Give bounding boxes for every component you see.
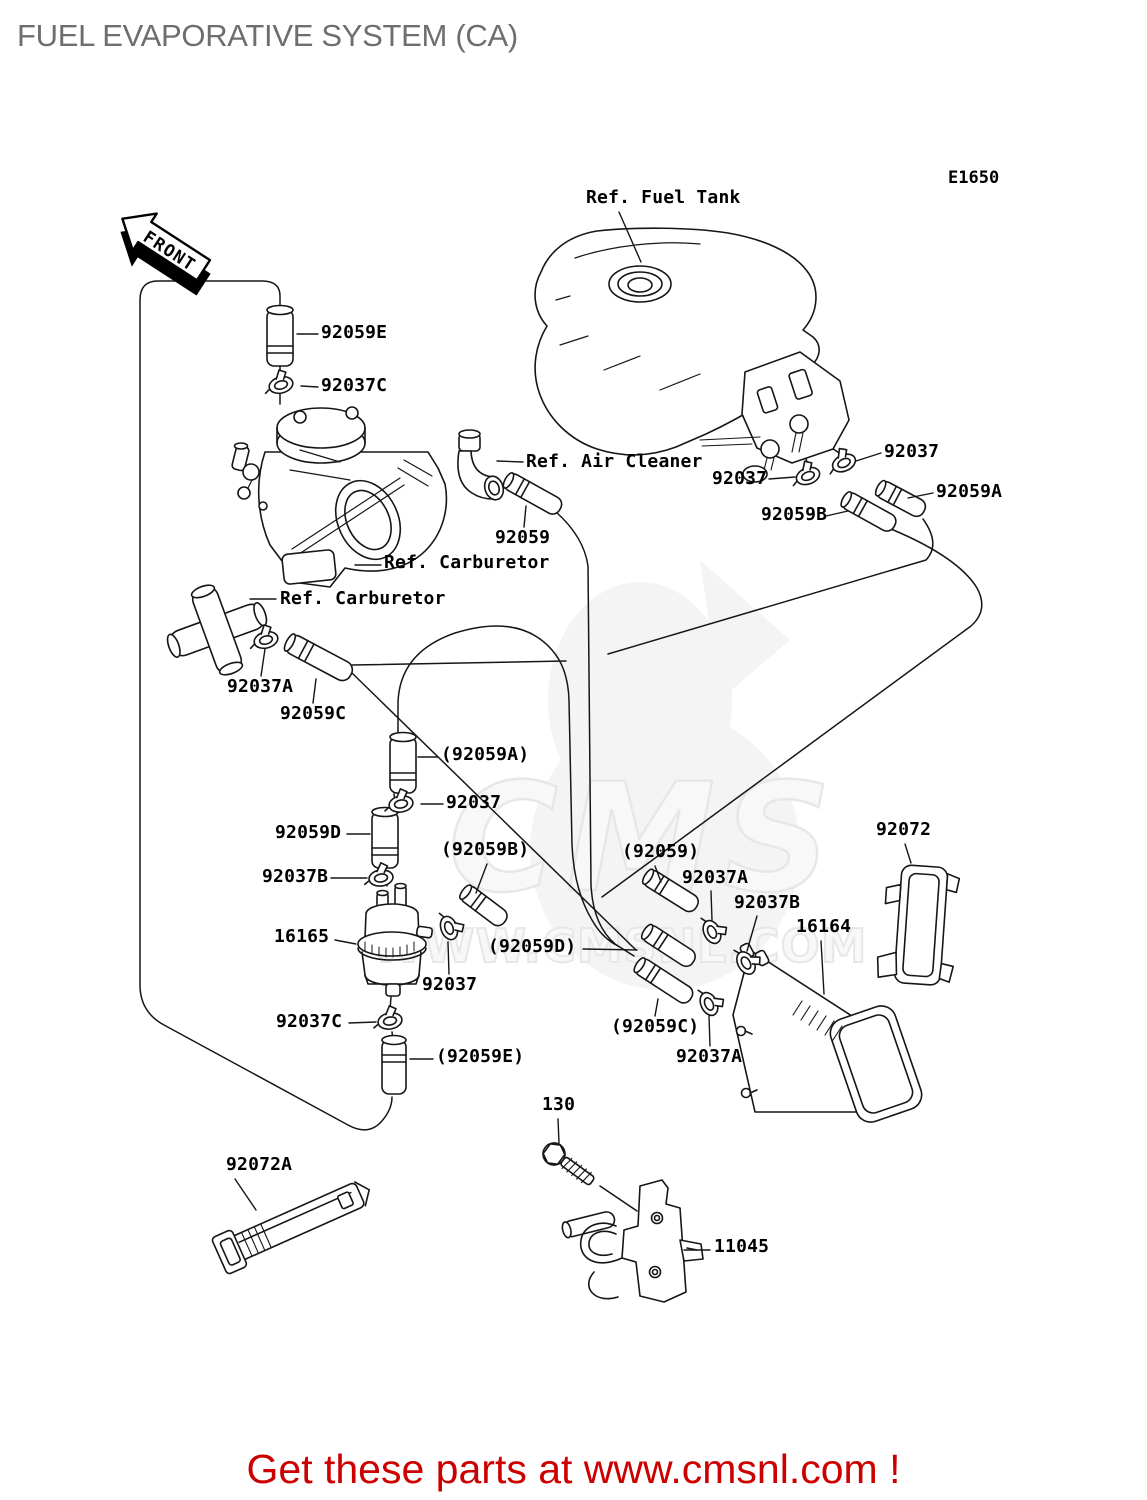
part-label-92037b-right: 92037B	[734, 892, 801, 913]
clamp-92037a-right2	[693, 981, 729, 1020]
part-label-ref-air-cleaner: Ref. Air Cleaner	[526, 451, 703, 472]
part-label-92037a-right1: 92037A	[682, 867, 749, 888]
separator-16165	[357, 882, 434, 997]
part-label-92059b-paren: (92059B)	[441, 839, 530, 860]
watermark-brand: CMS	[448, 752, 839, 926]
part-label-92037a-left: 92037A	[227, 676, 294, 697]
footer-text: Get these parts at www.cmsnl.com !	[246, 1446, 901, 1492]
hose-92059d-paren	[640, 923, 696, 968]
part-label-16165: 16165	[274, 926, 330, 947]
hose-92059a	[874, 479, 927, 518]
part-label-92059c: 92059C	[280, 703, 347, 724]
canister-16164	[732, 942, 923, 1123]
leader-lines	[234, 211, 934, 1251]
part-label-92072a: 92072A	[226, 1154, 293, 1175]
clamp-92037c-top	[259, 366, 296, 398]
part-label-ref-carburetor-2: Ref. Carburetor	[280, 588, 446, 609]
air-cleaner-elbow-fitting	[457, 429, 505, 501]
part-label-ref-carburetor-1: Ref. Carburetor	[384, 552, 550, 573]
part-label-11045: 11045	[714, 1236, 770, 1257]
strap-92072	[876, 864, 961, 986]
part-label-92059d: 92059D	[275, 822, 342, 843]
part-label-92059b: 92059B	[761, 504, 828, 525]
part-label-92037a-right2: 92037A	[676, 1046, 743, 1067]
front-direction-arrow: FRONT	[120, 212, 212, 296]
hose-92059	[502, 471, 563, 515]
part-label-92059d-paren: (92059D)	[488, 936, 577, 957]
part-label-92037-upper-right: 92037	[884, 441, 940, 462]
cross-fitting	[166, 584, 268, 676]
part-label-92037-mid: 92037	[446, 792, 502, 813]
hose-92059c-paren	[633, 957, 694, 1004]
part-label-92072: 92072	[876, 819, 932, 840]
part-drawings	[166, 227, 961, 1303]
part-label-92037-separator: 92037	[422, 974, 478, 995]
part-label-92037b-left: 92037B	[262, 866, 329, 887]
part-label-ref-fuel-tank: Ref. Fuel Tank	[586, 187, 741, 208]
part-label-92059-top: 92059	[495, 527, 551, 548]
part-label-92037c-bottom: 92037C	[276, 1011, 343, 1032]
part-label-92059e: 92059E	[321, 322, 388, 343]
bracket-11045	[561, 1179, 704, 1303]
page-title: FUEL EVAPORATIVE SYSTEM (CA)	[17, 18, 518, 53]
part-label-92059a: 92059A	[936, 481, 1003, 502]
tube-92059e-paren	[381, 1034, 407, 1095]
part-label-16164: 16164	[796, 916, 852, 937]
part-label-92059e-paren: (92059E)	[436, 1046, 525, 1067]
hose-92059c	[283, 633, 354, 682]
part-label-92037-upper-left: 92037	[712, 468, 768, 489]
fuel-tank-drawing	[534, 227, 850, 483]
hose-run-lines	[139, 280, 983, 1212]
clamp-92037c-bottom	[369, 1003, 405, 1033]
part-label-92059-paren: (92059)	[622, 841, 700, 862]
band-92072a	[211, 1181, 371, 1275]
part-label-92059a-paren: (92059A)	[441, 744, 530, 765]
diagram-code: E1650	[948, 168, 1000, 188]
tube-92059d	[371, 806, 399, 869]
carburetor-drawing	[231, 406, 448, 588]
tube-92059e	[266, 304, 294, 367]
tube-92059a-paren	[389, 731, 417, 794]
part-label-92059c-paren: (92059C)	[611, 1016, 700, 1037]
hose-92059-paren	[641, 868, 699, 913]
part-label-130: 130	[542, 1094, 576, 1115]
part-label-92037c-top: 92037C	[321, 375, 388, 396]
hose-92059b	[840, 490, 897, 532]
hose-92059b-paren	[459, 884, 508, 927]
bolt-130	[542, 1142, 595, 1186]
